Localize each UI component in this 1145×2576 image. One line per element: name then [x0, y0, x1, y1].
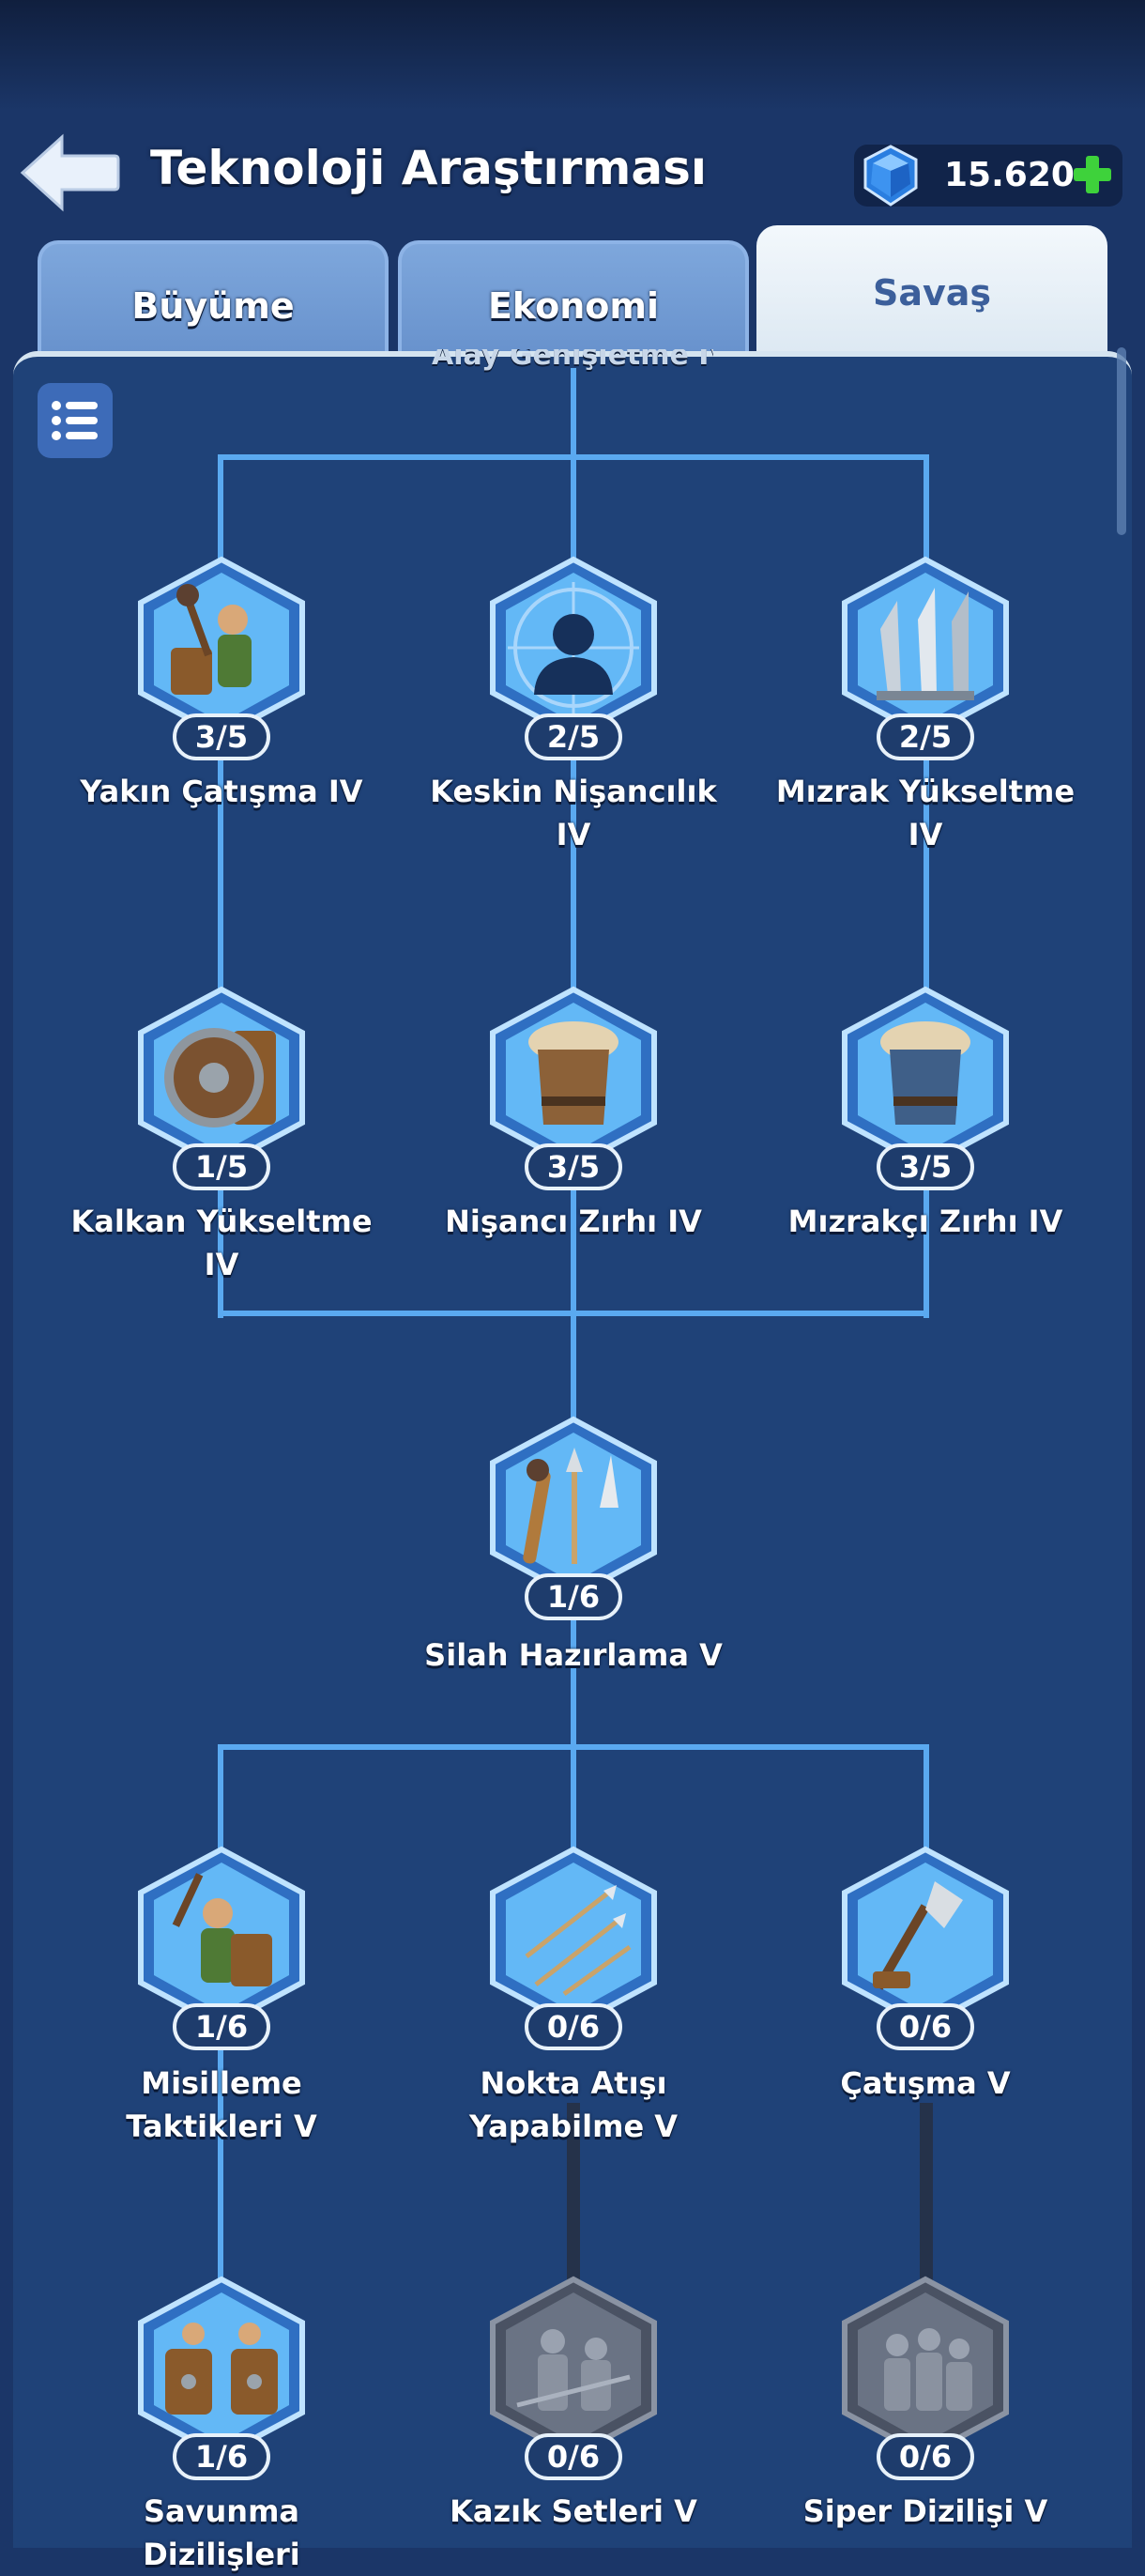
tech-node[interactable]: 0/6 — [832, 1844, 1019, 2050]
tech-node[interactable]: 3/5 — [128, 554, 315, 760]
progress-badge: 0/6 — [525, 2433, 622, 2480]
scrollbar[interactable] — [1117, 347, 1126, 535]
tech-node[interactable]: 3/5 — [480, 984, 667, 1190]
shield-wall-icon — [138, 2276, 305, 2460]
tab-ekonomi-label: Ekonomi — [487, 285, 660, 327]
gem-counter: 15.620 — [854, 145, 1122, 207]
progress-badge: 0/6 — [877, 2433, 974, 2480]
tech-node-label: Nişancı Zırhı IV — [445, 1204, 702, 1239]
progress-badge: 3/5 — [877, 1143, 974, 1190]
progress-badge: 0/6 — [525, 2003, 622, 2050]
progress-badge: 1/5 — [173, 1143, 270, 1190]
parent-node-label: Alay Genişletme IV — [432, 349, 713, 372]
progress-badge: 2/5 — [525, 713, 622, 760]
tech-node[interactable]: 3/5 — [832, 984, 1019, 1190]
tech-node[interactable]: 2/5 — [480, 554, 667, 760]
tech-node-label: Çatışma V — [840, 2065, 1011, 2101]
add-gems-plus-icon[interactable] — [1068, 150, 1117, 199]
tech-node-locked[interactable]: 0/6 — [832, 2274, 1019, 2480]
tech-node-label: Kalkan Yükseltme IV — [70, 1204, 373, 1282]
tech-node-label: Keskin Nişancılık IV — [430, 774, 717, 852]
tech-node-label: Mızrak Yükseltme IV — [775, 774, 1076, 852]
tech-node-label: Misilleme Taktikleri V — [126, 2065, 317, 2144]
tech-node[interactable]: 0/6 — [480, 1844, 667, 2050]
tech-node-label: Kazık Setleri V — [450, 2493, 697, 2529]
arrows-icon — [490, 1846, 657, 2030]
tech-node-label: Yakın Çatışma IV — [80, 774, 363, 809]
progress-badge: 3/5 — [525, 1143, 622, 1190]
tech-node[interactable]: 1/6 — [128, 2274, 315, 2480]
tech-node-label: Savunma Dizilişleri — [143, 2493, 300, 2572]
spearheads-icon — [842, 556, 1009, 740]
spearman-armor-icon — [842, 986, 1009, 1170]
round-shield-icon — [138, 986, 305, 1170]
tech-node-label: Nokta Atışı Yapabilme V — [468, 2065, 679, 2144]
back-arrow-icon[interactable] — [15, 130, 120, 216]
gem-count: 15.620 — [944, 156, 1075, 194]
progress-badge: 0/6 — [877, 2003, 974, 2050]
status-bar-area — [0, 0, 1145, 111]
tech-node-label: Siper Dizilişi V — [802, 2493, 1048, 2529]
tab-savas[interactable]: Savaş — [756, 225, 1107, 359]
tech-node[interactable]: 1/5 — [128, 984, 315, 1190]
tech-node-locked[interactable]: 0/6 — [480, 2274, 667, 2480]
list-view-button[interactable] — [38, 383, 113, 458]
tab-buyume-label: Büyüme — [131, 285, 295, 327]
list-icon — [52, 401, 98, 440]
progress-badge: 2/5 — [877, 713, 974, 760]
diamond-icon — [863, 145, 918, 207]
progress-badge: 1/6 — [173, 2003, 270, 2050]
progress-badge: 1/6 — [173, 2433, 270, 2480]
tab-savas-label: Savaş — [872, 272, 992, 314]
tech-node-label: Silah Hazırlama V — [424, 1637, 723, 1673]
progress-badge: 3/5 — [173, 713, 270, 760]
battle-axe-icon — [842, 1846, 1009, 2030]
tech-node[interactable]: 1/6 — [480, 1414, 667, 1620]
progress-badge: 1/6 — [525, 1573, 622, 1620]
page-title: Teknoloji Araştırması — [150, 141, 708, 195]
melee-warrior-icon — [138, 556, 305, 740]
marksman-armor-icon — [490, 986, 657, 1170]
tab-buyume[interactable]: Büyüme — [38, 240, 389, 359]
sniper-target-icon — [490, 556, 657, 740]
tech-node[interactable]: 2/5 — [832, 554, 1019, 760]
counterattack-warrior-icon — [138, 1846, 305, 2030]
tab-ekonomi[interactable]: Ekonomi — [398, 240, 749, 359]
stake-soldiers-icon — [490, 2276, 657, 2460]
weapons-icon — [490, 1416, 657, 1600]
tech-node-label: Mızrakçı Zırhı IV — [787, 1204, 1063, 1239]
trench-soldiers-icon — [842, 2276, 1009, 2460]
tech-node[interactable]: 1/6 — [128, 1844, 315, 2050]
